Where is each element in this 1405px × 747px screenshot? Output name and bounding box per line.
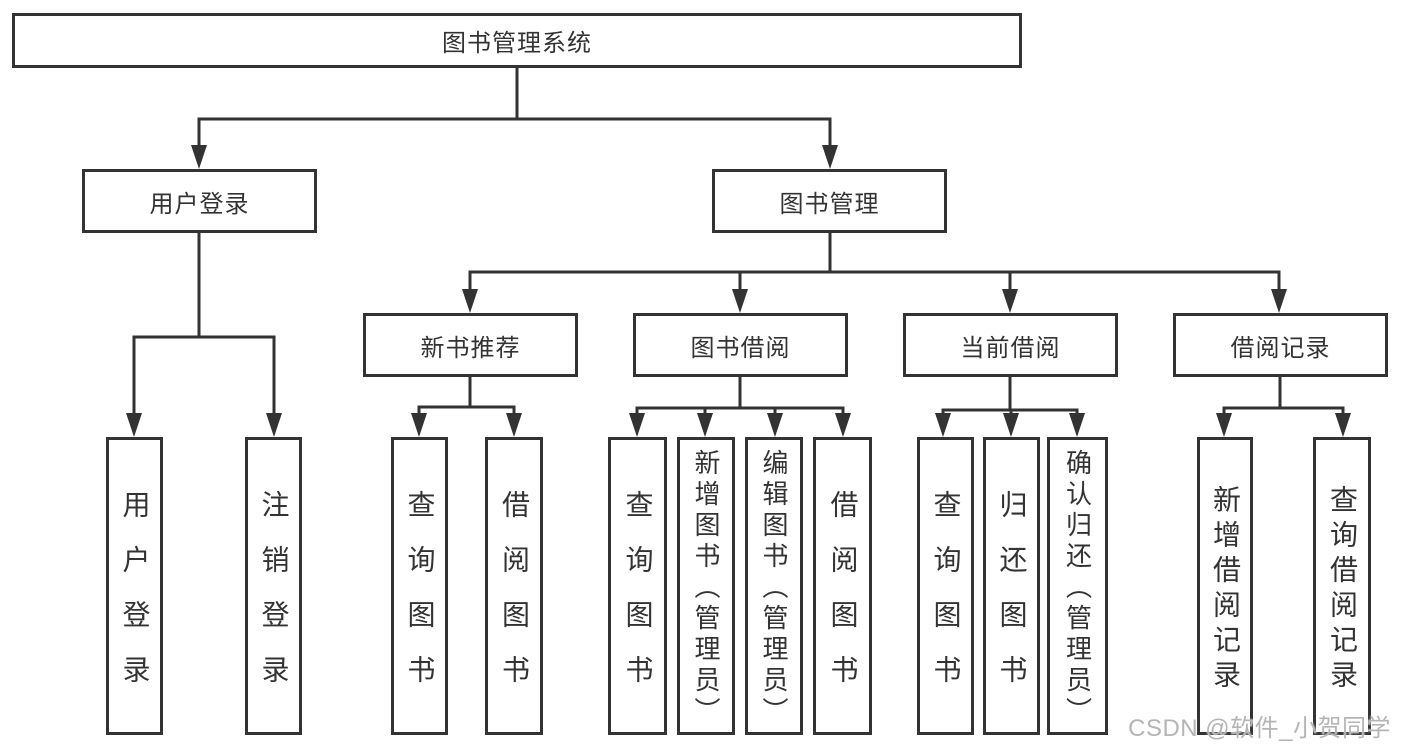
leaf-borrowing-add-books-admin: 新增图书（管理员） (677, 437, 735, 735)
leaf-records-query-record: 查询借阅记录 (1313, 437, 1371, 735)
node-label: 用户登录 (119, 489, 151, 710)
node-label: 注销登录 (258, 489, 290, 710)
arrow-down-icon (1216, 413, 1232, 437)
leaf-recommend-query-books: 查询图书 (391, 437, 448, 735)
node-label: 查询借阅记录 (1327, 484, 1358, 695)
leaf-current-confirm-return-admin: 确认归还（管理员） (1047, 437, 1108, 735)
arrow-down-icon (935, 413, 951, 437)
arrow-down-icon (411, 413, 427, 437)
arrow-down-icon (822, 145, 838, 169)
arrow-down-icon (732, 289, 748, 313)
node-label: 查询图书 (930, 489, 962, 710)
arrow-down-icon (1003, 413, 1019, 437)
node-label: 用户登录 (149, 190, 250, 218)
node-label: 查询图书 (404, 489, 436, 710)
node-label: 图书管理系统 (442, 30, 592, 57)
connector (1222, 377, 1345, 416)
node-book-borrowing: 图书借阅 (633, 313, 848, 377)
node-label: 借阅记录 (1230, 334, 1331, 362)
arrow-down-icon (629, 413, 645, 437)
arrow-down-icon (191, 145, 207, 169)
arrow-down-icon (1335, 413, 1351, 437)
node-label: 图书借阅 (690, 334, 791, 362)
connector (132, 233, 276, 416)
leaf-borrowing-query-books: 查询图书 (608, 437, 667, 735)
node-label: 归还图书 (996, 489, 1028, 710)
arrow-down-icon (835, 413, 851, 437)
node-label: 新增图书（管理员） (691, 449, 721, 728)
leaf-recommend-borrow-books: 借阅图书 (485, 437, 543, 735)
arrow-down-icon (126, 413, 142, 437)
arrow-down-icon (266, 413, 282, 437)
node-label: 图书管理 (779, 190, 880, 218)
connector (417, 377, 516, 416)
node-label: 新增借阅记录 (1210, 484, 1241, 695)
connector (635, 377, 845, 416)
arrow-down-icon (1271, 289, 1287, 313)
arrow-down-icon (506, 413, 522, 437)
node-label: 确认归还（管理员） (1062, 449, 1093, 728)
node-label: 新书推荐 (420, 334, 521, 362)
arrow-down-icon (1002, 289, 1018, 313)
leaf-current-query-books: 查询图书 (917, 437, 974, 735)
node-borrowing-records: 借阅记录 (1173, 313, 1388, 377)
node-label: 查询图书 (622, 489, 654, 710)
node-new-book-recommend: 新书推荐 (363, 313, 578, 377)
node-user-login-branch: 用户登录 (82, 169, 317, 233)
leaf-logout: 注销登录 (245, 437, 302, 735)
node-current-borrowing: 当前借阅 (903, 313, 1118, 377)
leaf-borrowing-edit-books-admin: 编辑图书（管理员） (745, 437, 803, 735)
node-label: 编辑图书（管理员） (759, 449, 789, 728)
node-library-management-system: 图书管理系统 (12, 13, 1022, 68)
leaf-records-add-record: 新增借阅记录 (1197, 437, 1253, 735)
arrow-down-icon (697, 413, 713, 437)
csdn-watermark: CSDN @软件_小贺同学 (1128, 715, 1391, 742)
arrow-down-icon (767, 413, 783, 437)
connector (941, 377, 1079, 417)
arrow-down-icon (462, 289, 478, 313)
leaf-user-login: 用户登录 (106, 437, 163, 735)
leaf-borrowing-borrow-books: 借阅图书 (813, 437, 872, 735)
node-label: 借阅图书 (827, 489, 859, 710)
leaf-current-return-books: 归还图书 (983, 437, 1040, 735)
node-label: 当前借阅 (960, 334, 1061, 362)
node-book-management: 图书管理 (712, 169, 947, 233)
connector (197, 68, 832, 148)
connector (468, 233, 1281, 292)
arrow-down-icon (1069, 413, 1085, 437)
arrowhead-icons (126, 145, 1351, 437)
node-label: 借阅图书 (499, 489, 530, 710)
